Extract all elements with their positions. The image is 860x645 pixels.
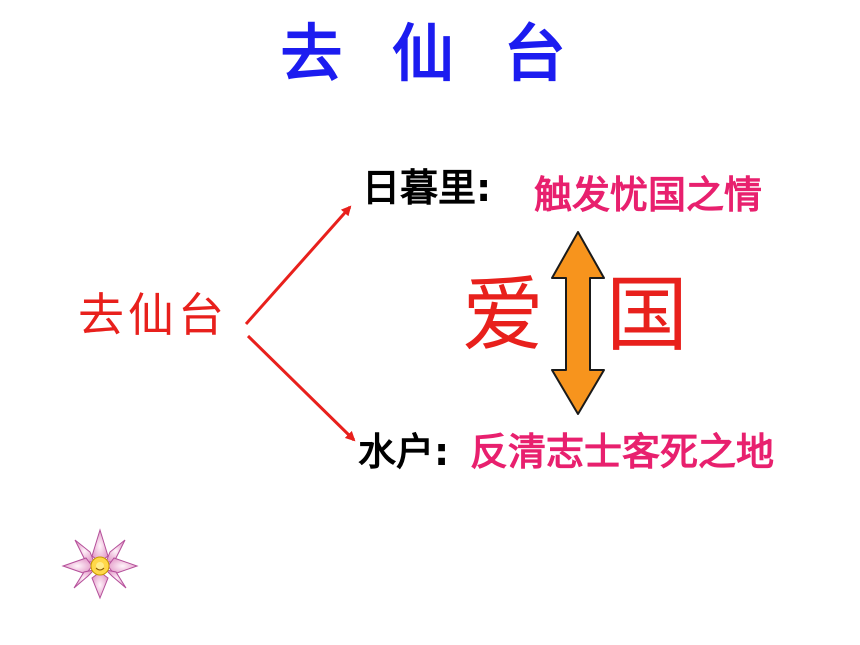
branch-bottom-description: 反清志士客死之地 [470, 430, 775, 474]
branch-bottom-label: 水户: [358, 430, 450, 474]
connector-arrow-bottom [246, 334, 356, 442]
root-node-label: 去仙台 [78, 288, 228, 342]
connector-arrow-top [244, 205, 352, 325]
branch-top-description: 触发忧国之情 [534, 173, 763, 217]
vertical-double-arrow-icon [551, 231, 605, 415]
branch-top-label: 日暮里: [362, 166, 492, 210]
lotus-flower-icon [61, 528, 139, 600]
center-char-left: 爱 [462, 268, 545, 363]
page-title: 去 仙 台 [280, 17, 580, 90]
center-char-right: 国 [606, 268, 689, 363]
